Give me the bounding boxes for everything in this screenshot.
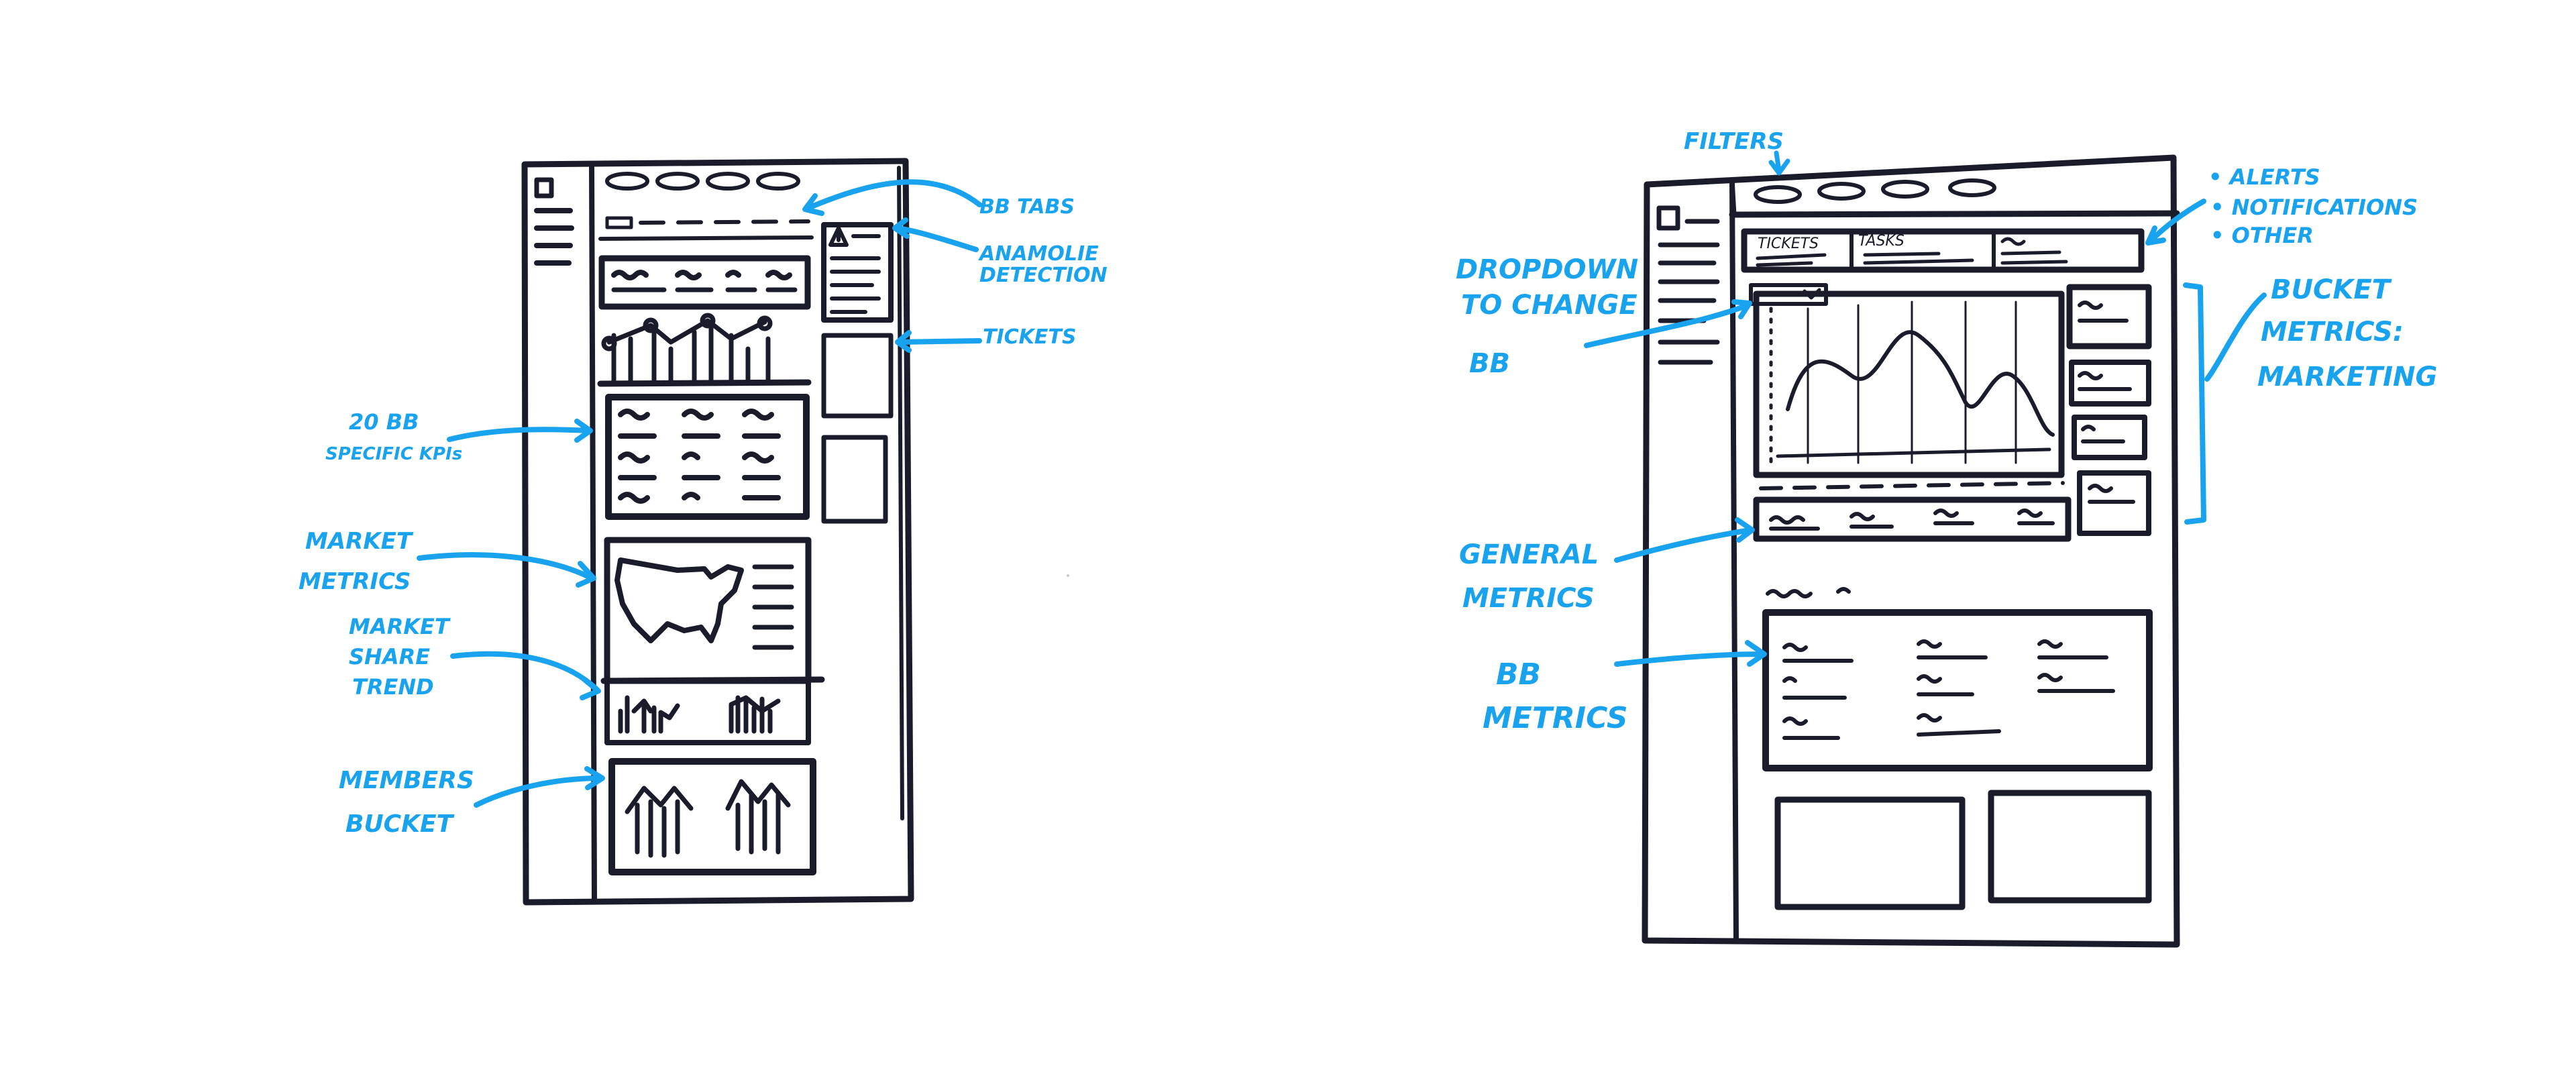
left-sidebar-divider [589,164,597,903]
annotation-general-2: METRICS [1462,583,1595,614]
left-market-map [604,537,812,684]
annotation-bucket-2: METRICS: [2261,317,2404,347]
usa-map-icon [614,557,744,643]
right-bottom-box-left [1774,796,1966,910]
left-wireframe [521,158,914,906]
left-kpi-strip [598,255,811,310]
annotation-market-metrics-2: METRICS [299,568,411,595]
annotation-anomalie-2: DETECTION [979,264,1108,287]
right-dashed-divider [1759,481,2065,490]
annotation-bucket-3: MARKETING [2257,362,2437,392]
left-members-bucket [608,758,816,875]
left-sidebar-logo-icon [534,177,554,199]
annotation-tickets: TICKETS [983,325,1076,349]
annotation-anomalie-1: ANAMOLIE [978,242,1099,266]
annotation-members-1: MEMBERS [339,767,474,794]
annotation-bb-1: BB [1496,657,1541,692]
right-general-metrics [1753,496,2072,542]
right-bucket-metrics [2066,284,2152,536]
annotation-dropdown-3: BB [1469,348,1510,379]
annotation-other: • OTHER [2210,223,2314,248]
bucket-bracket [2183,282,2206,525]
annotation-dropdown-2: TO CHANGE [1461,290,1638,321]
stray-mark [1067,574,1069,577]
right-bb-metrics [1762,609,2153,771]
left-dashed-line [639,219,810,225]
annotation-bb-tabs: BB TABS [979,195,1075,219]
right-tickets-tasks-bar: TICKETS TASKS [1741,228,2145,273]
annotation-kpis-2: SPECIFIC KPIs [325,444,462,464]
left-tickets-panel [821,333,894,419]
annotation-bb-2: METRICS [1483,701,1628,735]
annotation-share-trend-1: MARKET [349,614,451,639]
right-frame [1642,154,2180,948]
right-top-bar-line [1729,210,2180,218]
right-sidebar-divider [1729,178,1739,942]
left-annotations: BB TABS ANAMOLIE DETECTION TICKETS 20 BB… [299,179,1108,838]
left-anomaly-panel [821,222,894,323]
annotation-share-trend-2: SHARE [349,644,430,669]
right-wireframe: TICKETS TASKS [1642,154,2206,948]
panel-label-tickets: TICKETS [1758,235,1819,252]
left-sidebar-menu-lines [534,208,574,266]
left-bar-line-chart [597,313,812,387]
annotation-general-1: GENERAL [1459,539,1599,570]
left-extra-panel [821,435,888,524]
right-bottom-box-right [1988,790,2152,904]
left-kpi-grid [605,394,810,520]
right-annotations: FILTERS • ALERTS • NOTIFICATIONS • OTHER… [1456,128,2437,735]
left-right-column-divider [897,166,904,820]
warning-icon [828,226,849,247]
right-filters [1754,178,1996,204]
annotation-notifications: • NOTIFICATIONS [2210,195,2418,220]
annotation-share-trend-3: TREND [352,674,434,700]
right-sidebar-logo-icon [1656,205,1680,231]
annotation-bucket-1: BUCKET [2271,274,2392,305]
left-bb-tabs [605,172,800,191]
annotation-dropdown-1: DROPDOWN [1456,254,1638,285]
right-main-line-chart [1753,290,2065,478]
annotation-kpis-1: 20 BB [349,409,419,435]
left-market-share-trend [600,676,825,745]
left-small-dropdown [605,216,633,229]
annotation-market-metrics-1: MARKET [305,528,414,555]
annotation-members-2: BUCKET [345,810,455,838]
right-sidebar-menu-lines [1658,219,1720,365]
annotation-filters: FILTERS [1684,128,1784,155]
panel-label-tasks: TASKS [1858,233,1904,250]
annotation-alerts: • ALERTS [2208,164,2320,190]
